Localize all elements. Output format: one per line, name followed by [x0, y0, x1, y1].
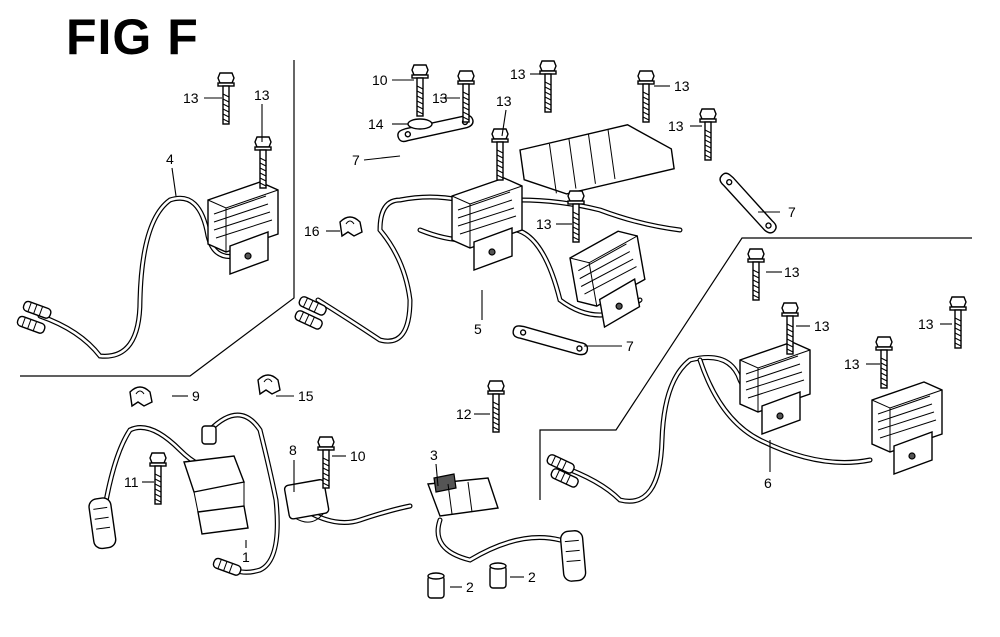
- callout-13: 13: [814, 318, 830, 334]
- assembly-6: [545, 248, 967, 504]
- bolt-13: [539, 60, 557, 113]
- bolt-13: [875, 336, 893, 389]
- gasket-7: [711, 170, 785, 237]
- callout-13: 13: [668, 118, 684, 134]
- callout-13: 13: [432, 90, 448, 106]
- bolt-11: [149, 452, 167, 505]
- clip-9: [129, 386, 153, 407]
- bolt-13: [949, 296, 967, 349]
- callout-10: 10: [350, 448, 366, 464]
- callout-14: 14: [368, 116, 384, 132]
- ignition-coil-4: [207, 181, 279, 275]
- callout-6: 6: [764, 475, 772, 491]
- callout-10: 10: [372, 72, 388, 88]
- clip-15: [257, 374, 281, 395]
- cap-2: [489, 562, 507, 589]
- callout-3: 3: [430, 447, 438, 463]
- washer-14: [407, 118, 433, 130]
- callout-1: 1: [242, 549, 250, 565]
- figure-title: FIG F: [66, 9, 199, 65]
- callout-13: 13: [183, 90, 199, 106]
- callout-12: 12: [456, 406, 472, 422]
- bolt-13: [637, 70, 655, 123]
- callout-13: 13: [496, 93, 512, 109]
- wire-connector: [21, 299, 53, 320]
- callout-8: 8: [289, 442, 297, 458]
- gasket-7: [510, 324, 591, 357]
- callout-4: 4: [166, 151, 174, 167]
- assembly-4: [15, 72, 279, 359]
- leader-lines: [142, 73, 952, 588]
- cap-2: [427, 572, 445, 599]
- callout-13: 13: [254, 87, 270, 103]
- divider-line-left-panel: [20, 60, 295, 377]
- divider-line-right-panel: [539, 237, 972, 500]
- assembly-8: [283, 380, 587, 599]
- ignition-coil-6b: [871, 381, 943, 475]
- callout-7: 7: [626, 338, 634, 354]
- ignition-coil-6: [739, 341, 811, 435]
- callout-13: 13: [536, 216, 552, 232]
- callout-labels: 13 13 4 10 14 13 13 7 13 13 13 7 13 16 5…: [124, 66, 934, 595]
- terminal: [201, 425, 217, 445]
- callout-2: 2: [528, 569, 536, 585]
- clip-16: [339, 216, 363, 237]
- assembly-1: [88, 374, 281, 577]
- callout-13: 13: [844, 356, 860, 372]
- callout-7: 7: [352, 152, 360, 168]
- wire-connector: [211, 556, 243, 577]
- ignition-coil-5b: [566, 227, 653, 332]
- bolt-13: [491, 128, 509, 181]
- bolt-10: [411, 64, 429, 117]
- callout-7: 7: [788, 204, 796, 220]
- callout-9: 9: [192, 388, 200, 404]
- ignition-coil-5: [451, 177, 523, 271]
- callout-15: 15: [298, 388, 314, 404]
- callout-11: 11: [124, 474, 139, 490]
- callout-13: 13: [784, 264, 800, 280]
- bolt-13: [567, 190, 585, 243]
- bolt-13: [254, 136, 272, 189]
- bolt-13: [699, 108, 717, 161]
- assembly-5: [293, 60, 785, 357]
- bolt-13: [747, 248, 765, 301]
- callout-13: 13: [510, 66, 526, 82]
- callout-16: 16: [304, 223, 320, 239]
- callout-2: 2: [466, 579, 474, 595]
- callout-13: 13: [674, 78, 690, 94]
- bolt-13: [457, 70, 475, 123]
- bolt-12: [487, 380, 505, 433]
- callout-13: 13: [918, 316, 934, 332]
- callout-5: 5: [474, 321, 482, 337]
